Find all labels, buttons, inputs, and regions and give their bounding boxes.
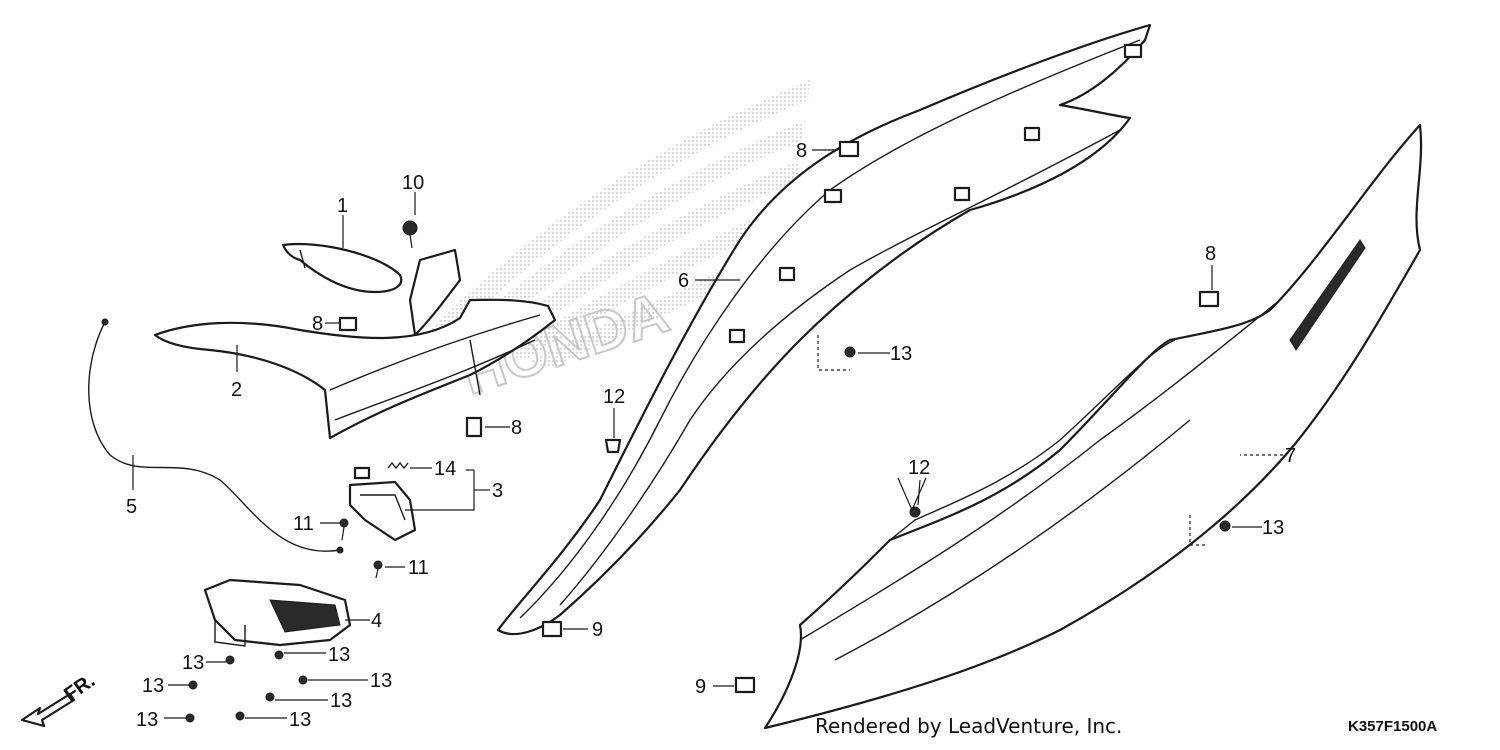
callout-13b: 13 <box>1262 517 1284 539</box>
fastener-10-bolt[interactable] <box>402 220 418 249</box>
callout-13d: 13 <box>328 644 350 666</box>
callout-12b: 12 <box>908 457 930 479</box>
callout-13e: 13 <box>142 675 164 697</box>
callout-8a: 8 <box>796 140 807 162</box>
fastener-11-screw-b[interactable] <box>373 560 383 579</box>
fastener-9-clip-a[interactable] <box>541 620 563 638</box>
callout-11b: 11 <box>408 557 429 579</box>
part-7-body-cover[interactable] <box>763 123 1423 730</box>
front-direction-indicator: FR. <box>20 670 99 728</box>
callout-8c: 8 <box>312 313 323 335</box>
part-5-cable[interactable] <box>88 318 344 554</box>
fastener-13-screws[interactable] <box>185 346 1231 723</box>
callout-8d: 8 <box>511 417 522 439</box>
part-3-latch-bracket[interactable] <box>348 466 417 542</box>
callout-8b: 8 <box>1205 243 1216 265</box>
callout-13c: 13 <box>182 652 204 674</box>
fastener-8-nut-d[interactable] <box>465 416 483 438</box>
callout-6: 6 <box>678 270 689 292</box>
callout-9a: 9 <box>592 619 603 641</box>
callout-13f: 13 <box>370 670 392 692</box>
callout-9b: 9 <box>695 676 706 698</box>
callout-10: 10 <box>402 172 424 194</box>
callout-11a: 11 <box>293 513 314 535</box>
fastener-8-nut-c[interactable] <box>338 316 358 332</box>
callout-7: 7 <box>1285 445 1296 467</box>
callout-1: 1 <box>337 195 348 217</box>
callout-12a: 12 <box>603 386 625 408</box>
front-arrow-icon <box>20 692 76 728</box>
part-2-front-lower-cover[interactable] <box>153 248 557 440</box>
fastener-12-pin-a[interactable] <box>604 438 622 454</box>
callout-labels: 1 2 3 4 5 6 7 8 8 8 8 9 9 10 11 11 12 12… <box>126 140 1296 731</box>
callout-3: 3 <box>492 480 503 502</box>
leader-lines <box>132 149 1283 719</box>
callout-13a: 13 <box>890 343 912 365</box>
callout-2: 2 <box>231 379 242 401</box>
callout-13i: 13 <box>289 709 311 731</box>
callout-5: 5 <box>126 496 137 518</box>
callout-14: 14 <box>434 458 456 480</box>
callout-13h: 13 <box>136 709 158 731</box>
part-4-step-bracket[interactable] <box>203 578 352 647</box>
fastener-8-nut-a[interactable] <box>838 140 860 158</box>
credit-text: Rendered by LeadVenture, Inc. <box>815 714 1122 738</box>
part-14-spring[interactable] <box>387 461 409 470</box>
fastener-11-screw-a[interactable] <box>339 518 349 541</box>
diagram-code: K357F1500A <box>1348 718 1437 735</box>
callout-4: 4 <box>371 610 382 632</box>
fastener-8-nut-b[interactable] <box>1198 290 1220 308</box>
fastener-9-clip-b[interactable] <box>734 676 756 694</box>
part-1-inner-cover[interactable] <box>281 242 403 294</box>
callout-13g: 13 <box>330 690 352 712</box>
part-6-side-rail-cover[interactable] <box>496 23 1152 635</box>
